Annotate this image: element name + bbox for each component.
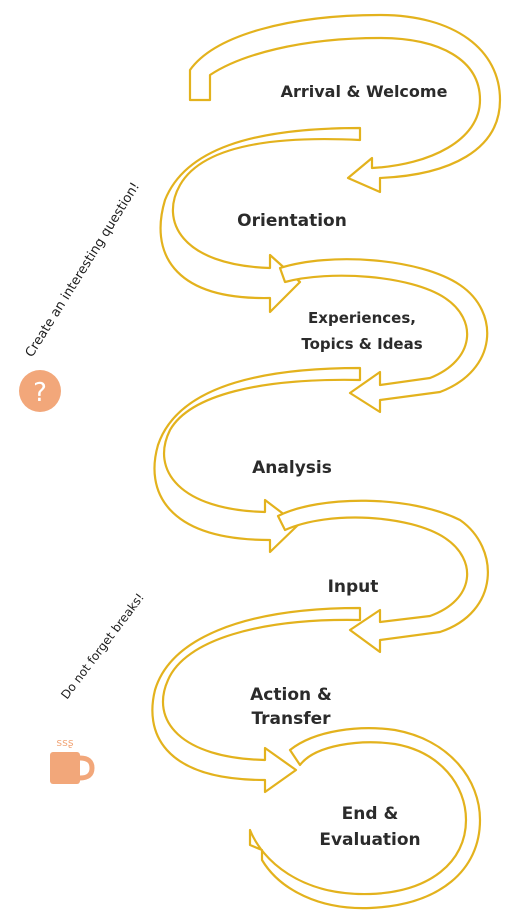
stage-label-end-line1: End & <box>342 804 399 824</box>
stage-label-arrival: Arrival & Welcome <box>281 82 448 101</box>
stage-label-orientation: Orientation <box>237 211 347 231</box>
stage-label-action-line2: Transfer <box>251 709 331 729</box>
note-create-question: Create an interesting question! <box>23 180 143 360</box>
stage-label-analysis: Analysis <box>252 458 332 478</box>
flow-arrow-action <box>151 606 362 794</box>
stage-label-input: Input <box>328 577 379 597</box>
stage-label-experiences-line2: Topics & Ideas <box>301 335 422 353</box>
note-breaks: Do not forget breaks! <box>58 591 147 702</box>
flow-arrow-input <box>276 499 489 654</box>
steam-icon: ssʂ <box>56 736 73 749</box>
stage-label-action-line1: Action & <box>250 685 332 705</box>
stage-label-experiences-line1: Experiences, <box>308 309 416 327</box>
question-mark-icon: ? <box>19 370 61 412</box>
flow-arrow-orientation <box>159 126 362 314</box>
flow-arrow-experiences <box>278 258 489 414</box>
coffee-cup-icon: ssʂ <box>50 736 95 784</box>
flow-arrow-analysis <box>153 366 362 554</box>
flow-arrow-end <box>248 727 482 910</box>
flow-arrow-arrival <box>188 13 502 194</box>
question-mark-glyph: ? <box>33 378 47 408</box>
stage-label-end-line2: Evaluation <box>319 830 420 850</box>
